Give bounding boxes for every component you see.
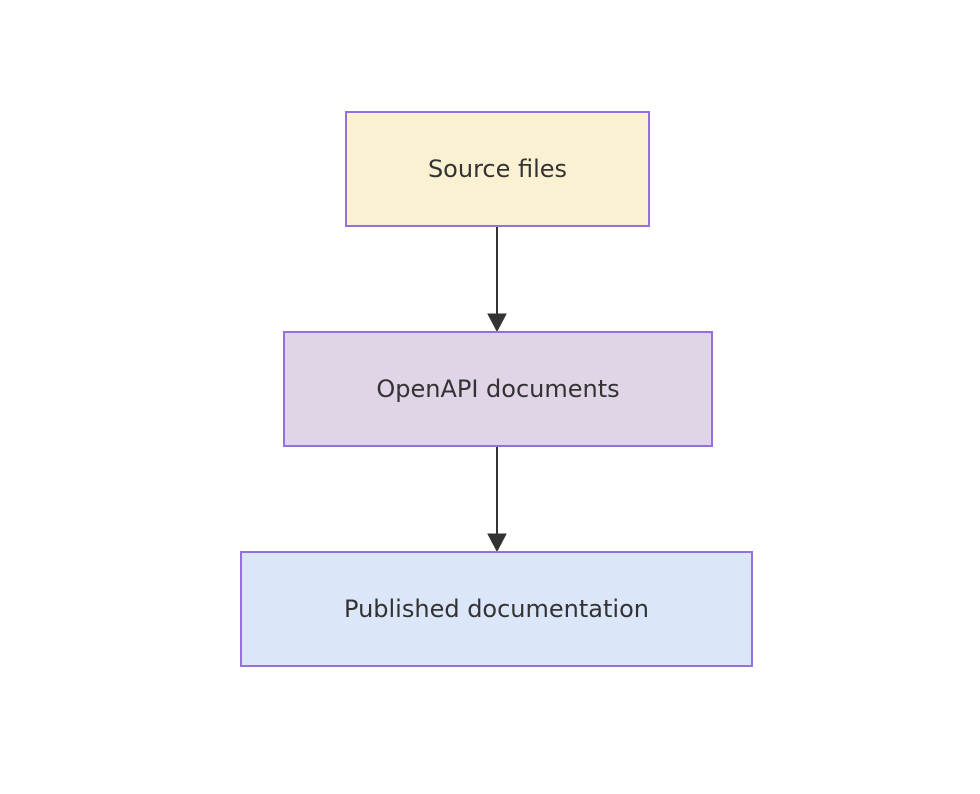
node-published-documentation: Published documentation [240,551,753,667]
node-openapi-documents: OpenAPI documents [283,331,713,447]
node-source-files: Source files [345,111,650,227]
node-published-documentation-label: Published documentation [344,594,649,623]
node-openapi-documents-label: OpenAPI documents [376,374,620,403]
arrow-head [487,533,507,553]
arrow-head [487,313,507,333]
arrow-openapi-to-published-icon [487,447,507,553]
node-source-files-label: Source files [427,154,568,183]
arrow-source-to-openapi-icon [487,227,507,333]
